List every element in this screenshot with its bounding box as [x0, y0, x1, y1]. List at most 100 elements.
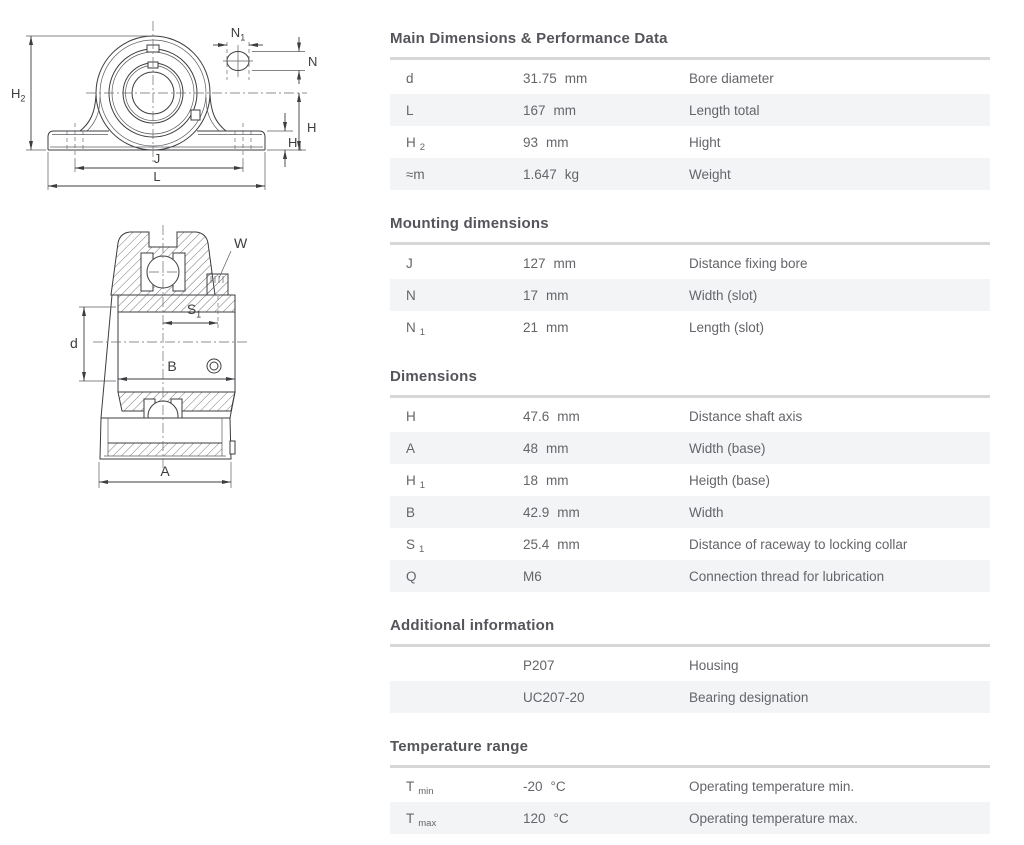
row-value: 1.647 kg: [523, 167, 689, 182]
row-unit: mm: [546, 319, 569, 335]
row-symbol: L: [406, 102, 414, 118]
row-description: Distance shaft axis: [689, 408, 803, 424]
row-symbol-sub: min: [418, 785, 434, 797]
row-description: Width: [689, 504, 724, 520]
row-value: 47.6 mm: [523, 409, 689, 424]
row-description: Bearing designation: [689, 689, 809, 705]
row-description: Weight: [689, 166, 731, 182]
row-value-number: 120: [523, 810, 546, 826]
section-rule: [390, 765, 990, 768]
row-description: Width (base): [689, 440, 766, 456]
row-symbol: H: [406, 408, 416, 424]
row-value: 42.9 mm: [523, 505, 689, 520]
section-title: Dimensions: [390, 368, 478, 385]
dim-label-d: d: [70, 335, 78, 351]
side-view-drawing: d S1 B A W: [70, 225, 250, 488]
row-value-number: 42.9: [523, 504, 550, 520]
row-value-number: 93: [523, 134, 539, 150]
table-row: ≈m 1.647 kg Weight: [390, 158, 990, 190]
table-row: P207 Housing: [390, 649, 990, 681]
row-value-number: P207: [523, 657, 555, 673]
row-symbol: ≈m: [406, 166, 425, 182]
row-value: M6: [523, 569, 689, 584]
dim-label-w: W: [234, 235, 248, 251]
dim-label-h2: H2: [11, 86, 25, 104]
row-description: Bore diameter: [689, 70, 774, 86]
row-value-number: 1.647: [523, 166, 557, 182]
row-value-number: 48: [523, 440, 539, 456]
row-value: 120°C: [523, 811, 689, 826]
row-unit: mm: [553, 255, 577, 271]
row-symbol-sub: 2: [419, 141, 426, 153]
row-symbol-sub: 1: [419, 479, 426, 491]
row-unit: mm: [557, 536, 580, 552]
row-unit: mm: [557, 504, 580, 520]
row-description: Housing: [689, 657, 739, 673]
table-row: H 47.6 mm Distance shaft axis: [390, 400, 990, 432]
row-description: Connection thread for lubrication: [689, 568, 885, 584]
section-title: Temperature range: [390, 738, 529, 755]
row-unit: mm: [546, 440, 569, 456]
row-description: Distance fixing bore: [689, 255, 808, 271]
dim-label-h: H: [307, 120, 316, 135]
section-title: Main Dimensions & Performance Data: [390, 30, 668, 47]
row-value-number: M6: [523, 568, 542, 584]
section-rule: [390, 57, 990, 60]
section-rule: [390, 242, 990, 245]
set-screw: [206, 273, 229, 296]
row-unit: mm: [546, 134, 569, 150]
section-title: Mounting dimensions: [390, 215, 549, 232]
dim-label-l: L: [153, 169, 160, 184]
row-unit: mm: [557, 408, 580, 424]
section-rule: [390, 644, 990, 647]
row-unit: kg: [564, 166, 580, 182]
row-value: P207: [523, 658, 689, 673]
lubrication-hole: [206, 358, 222, 374]
row-unit: mm: [553, 102, 577, 118]
base-side: [99, 417, 236, 460]
row-value-number: 47.6: [523, 408, 550, 424]
row-value-number: 21: [523, 319, 539, 335]
row-description: Length total: [689, 102, 760, 118]
row-unit: mm: [546, 472, 569, 488]
row-symbol-sub: max: [418, 817, 437, 829]
row-description: Heigth (base): [689, 472, 771, 488]
side-dimensions: d S1 B A W: [70, 235, 248, 488]
row-symbol: N: [406, 287, 416, 303]
row-value: 21 mm: [523, 320, 689, 335]
row-value: -20°C: [523, 779, 689, 794]
base-front: [47, 123, 266, 159]
dim-label-s1: S1: [187, 301, 201, 320]
row-description: Distance of raceway to locking collar: [689, 536, 908, 552]
row-description: Operating temperature max.: [689, 810, 858, 826]
technical-drawings: H2 N1 N H H1 J L: [0, 0, 360, 520]
row-value: 48 mm: [523, 441, 689, 456]
dim-label-n1: N1: [231, 25, 245, 43]
row-symbol: Q: [406, 568, 417, 584]
row-symbol: d: [406, 70, 414, 86]
row-description: Length (slot): [689, 319, 765, 335]
